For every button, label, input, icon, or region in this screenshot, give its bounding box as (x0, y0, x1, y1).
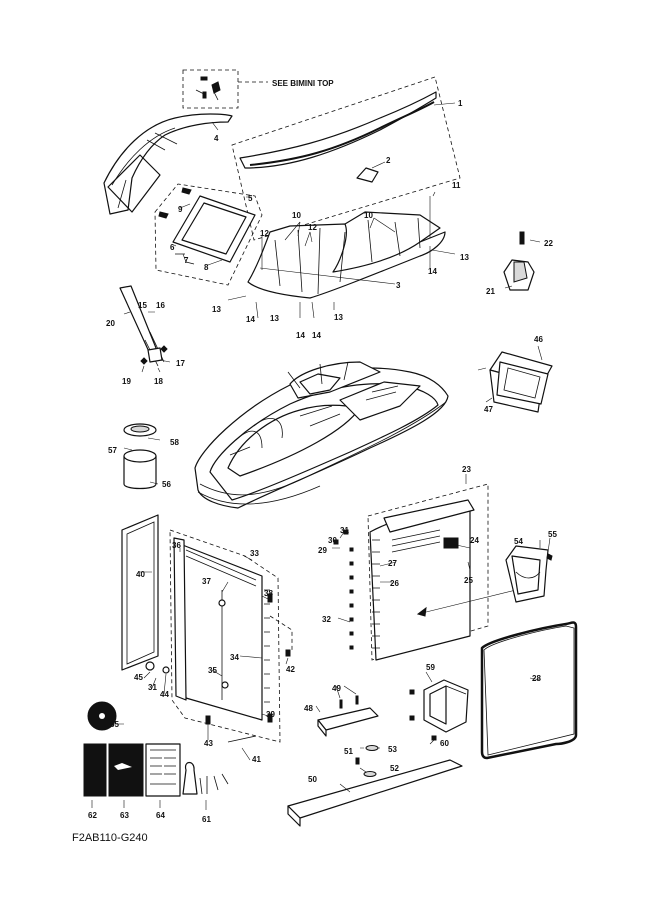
callout-52: 52 (390, 764, 399, 773)
callout-12: 12 (260, 229, 269, 238)
callout-21: 21 (486, 287, 495, 296)
callout-55: 55 (548, 530, 557, 539)
owner-kit (83, 701, 229, 797)
support-pole (119, 285, 168, 367)
callout-50: 50 (308, 775, 317, 784)
callout-48: 48 (304, 704, 313, 713)
callout-9: 9 (178, 205, 183, 214)
door-assembly (145, 529, 293, 743)
callout-13: 13 (212, 305, 221, 314)
callout-13: 13 (460, 253, 469, 262)
callout-18: 18 (154, 377, 163, 386)
callout-6: 6 (170, 243, 175, 252)
callout-35: 35 (208, 666, 217, 675)
callout-46: 46 (534, 335, 543, 344)
callout-61: 61 (202, 815, 211, 824)
callout-4: 4 (214, 134, 219, 143)
callout-17: 17 (176, 359, 185, 368)
callout-13: 13 (270, 314, 279, 323)
callout-40: 40 (136, 570, 145, 579)
callout-10: 10 (292, 211, 301, 220)
callout-16: 16 (156, 301, 165, 310)
callout-11: 11 (452, 181, 461, 190)
callout-59: 59 (426, 663, 435, 672)
callout-22: 22 (544, 239, 553, 248)
callout-34: 34 (230, 653, 239, 662)
callout-43: 43 (204, 739, 213, 748)
callout-54: 54 (514, 537, 523, 546)
callout-26: 26 (390, 579, 399, 588)
vent-duct (409, 679, 469, 741)
storage-bin (505, 545, 553, 603)
rub-rail (287, 745, 463, 827)
callout-13: 13 (334, 313, 343, 322)
callout-8: 8 (204, 263, 209, 272)
bimini-note: SEE BIMINI TOP (272, 79, 334, 88)
figure-code: F2AB110-G240 (72, 832, 148, 844)
callout-32: 32 (322, 615, 331, 624)
callout-62: 62 (88, 811, 97, 820)
callout-65: 65 (110, 720, 119, 729)
callout-60: 60 (440, 739, 449, 748)
callout-31: 31 (340, 526, 349, 535)
windscreen (247, 196, 446, 299)
windshield-frame (103, 113, 233, 215)
callout-5: 5 (248, 194, 253, 203)
gasket-seal (480, 621, 578, 760)
storage-tray (489, 351, 553, 413)
seat-back-panel (333, 483, 517, 661)
callout-42: 42 (286, 665, 295, 674)
callout-14: 14 (246, 315, 255, 324)
callout-63: 63 (120, 811, 129, 820)
callout-49: 49 (332, 684, 341, 693)
callout-24: 24 (470, 536, 479, 545)
callout-30: 30 (328, 536, 337, 545)
callout-29: 29 (318, 546, 327, 555)
callout-45: 45 (134, 673, 143, 682)
callout-27: 27 (388, 559, 397, 568)
callout-19: 19 (122, 377, 131, 386)
bimini-hardware-detail (182, 69, 268, 109)
side-window (154, 183, 263, 286)
callout-64: 64 (156, 811, 165, 820)
callout-1: 1 (458, 99, 463, 108)
callout-58: 58 (170, 438, 179, 447)
callout-37: 37 (202, 577, 211, 586)
callout-36: 36 (172, 541, 181, 550)
callout-31: 31 (148, 683, 157, 692)
callout-33: 33 (250, 549, 259, 558)
callout-15: 15 (138, 301, 147, 310)
gunwale-trim (231, 76, 461, 241)
callout-56: 56 (162, 480, 171, 489)
callout-14: 14 (312, 331, 321, 340)
callout-53: 53 (388, 745, 397, 754)
callout-3: 3 (396, 281, 401, 290)
callout-41: 41 (252, 755, 261, 764)
callout-25: 25 (464, 576, 473, 585)
callout-23: 23 (462, 465, 471, 474)
callout-44: 44 (160, 690, 169, 699)
callout-12: 12 (308, 223, 317, 232)
callout-7: 7 (184, 256, 189, 265)
callout-57: 57 (108, 446, 117, 455)
callout-14: 14 (296, 331, 305, 340)
boat-hull (194, 361, 449, 509)
callout-10: 10 (364, 211, 373, 220)
callout-28: 28 (532, 674, 541, 683)
callout-14: 14 (428, 267, 437, 276)
small-tray (317, 695, 379, 737)
side-panel (121, 514, 159, 671)
callout-47: 47 (484, 405, 493, 414)
leader-lines (91, 102, 551, 810)
callout-38: 38 (264, 589, 273, 598)
cup-holder (123, 423, 157, 490)
latch-bracket (503, 231, 535, 291)
callout-2: 2 (386, 156, 391, 165)
callout-51: 51 (344, 747, 353, 756)
callout-39: 39 (266, 710, 275, 719)
callout-20: 20 (106, 319, 115, 328)
